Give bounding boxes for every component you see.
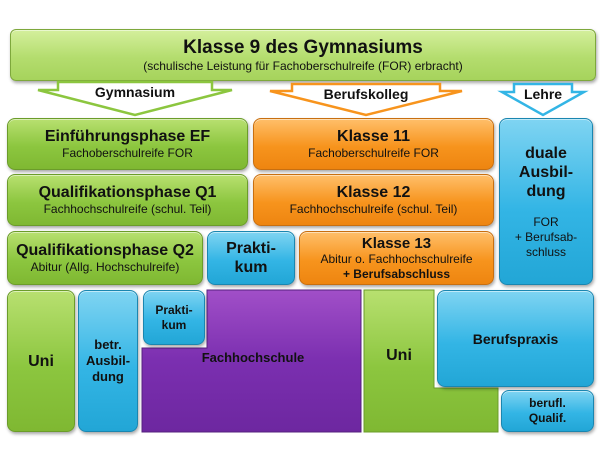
uni-left-label: Uni [28, 352, 54, 370]
gymnasium-arrow-icon [37, 80, 233, 117]
box-qualifikationsphase-q1: Qualifikationsphase Q1 Fachhochschulreif… [7, 174, 248, 226]
path-label-lehre: Lehre [523, 86, 563, 102]
q1-title: Qualifikationsphase Q1 [38, 184, 217, 201]
k11-title: Klasse 11 [337, 128, 410, 145]
box-praktikum-middle: Prakti- kum [207, 231, 295, 285]
q1-subtitle: Fachhochschulreife (schul. Teil) [43, 202, 212, 216]
k13-title: Klasse 13 [361, 234, 432, 252]
path-arrows [37, 80, 589, 117]
k12-title: Klasse 12 [336, 184, 411, 201]
path-label-gymnasium: Gymnasium [94, 84, 176, 100]
box-duale-ausbildung: duale Ausbil- dung FOR + Berufsab- schlu… [499, 118, 593, 285]
lehre-line3: dung [526, 182, 566, 200]
betr-line2: Ausbil- [85, 353, 131, 368]
box-klasse-11: Klasse 11 Fachoberschulreife FOR [253, 118, 494, 170]
lehre-line1: duale [525, 144, 567, 162]
betr-line1: betr. [94, 337, 122, 352]
berufl-line2: Qualif. [528, 411, 567, 425]
berufspraxis-label: Berufspraxis [472, 330, 559, 347]
lehre-line6: schluss [525, 244, 566, 259]
ef-title: Einführungsphase EF [44, 128, 211, 145]
box-fachhochschule: Fachhochschule [142, 348, 364, 368]
box-klasse-12: Klasse 12 Fachhochschulreife (schul. Tei… [253, 174, 494, 226]
praktikum-small-line1: Prakti- [155, 302, 193, 317]
header-subtitle: (schulische Leistung für Fachoberschulre… [143, 58, 463, 73]
box-qualifikationsphase-q2: Qualifikationsphase Q2 Abitur (Allg. Hoc… [7, 231, 203, 285]
k12-subtitle: Fachhochschulreife (schul. Teil) [289, 202, 458, 216]
box-uni-right: Uni [364, 344, 434, 366]
box-berufliche-qualifikation: berufl. Qualif. [501, 390, 594, 432]
fachhochschule-label: Fachhochschule [201, 350, 305, 365]
header-box: Klasse 9 des Gymnasiums (schulische Leis… [10, 29, 596, 81]
berufskolleg-arrow-icon [269, 82, 463, 117]
q2-subtitle: Abitur (Allg. Hochschulreife) [30, 260, 180, 274]
ef-subtitle: Fachoberschulreife FOR [62, 146, 193, 160]
praktikum-middle-line1: Prakti- [226, 240, 276, 257]
praktikum-small-line2: kum [161, 317, 187, 332]
box-betriebliche-ausbildung: betr. Ausbil- dung [78, 290, 138, 432]
box-klasse-13: Klasse 13 Abitur o. Fachhochschulreife +… [299, 231, 494, 285]
q2-title: Qualifikationsphase Q2 [16, 242, 194, 259]
lehre-line2: Ausbil- [518, 163, 574, 181]
lehre-line4: FOR [533, 214, 559, 229]
box-einfuehrungsphase: Einführungsphase EF Fachoberschulreife F… [7, 118, 248, 170]
box-praktikum-small: Prakti- kum [143, 290, 205, 345]
header-title: Klasse 9 des Gymnasiums [183, 36, 423, 58]
box-uni-left: Uni [7, 290, 75, 432]
box-berufspraxis: Berufspraxis [437, 290, 594, 387]
uni-right-label: Uni [386, 346, 412, 364]
k11-subtitle: Fachoberschulreife FOR [308, 146, 439, 160]
k13-subtitle: Abitur o. Fachhochschulreife [320, 251, 473, 266]
path-label-berufskolleg: Berufskolleg [323, 86, 409, 102]
uni-right-shape [363, 289, 499, 433]
k13-subtitle-2: + Berufsabschluss [342, 266, 451, 281]
praktikum-middle-line2: kum [234, 259, 268, 276]
fachhochschule-shape [141, 289, 362, 433]
lehre-line5: + Berufsab- [514, 229, 578, 244]
lehre-arrow-icon [497, 82, 589, 117]
berufl-line1: berufl. [529, 396, 566, 410]
betr-line3: dung [92, 369, 124, 384]
